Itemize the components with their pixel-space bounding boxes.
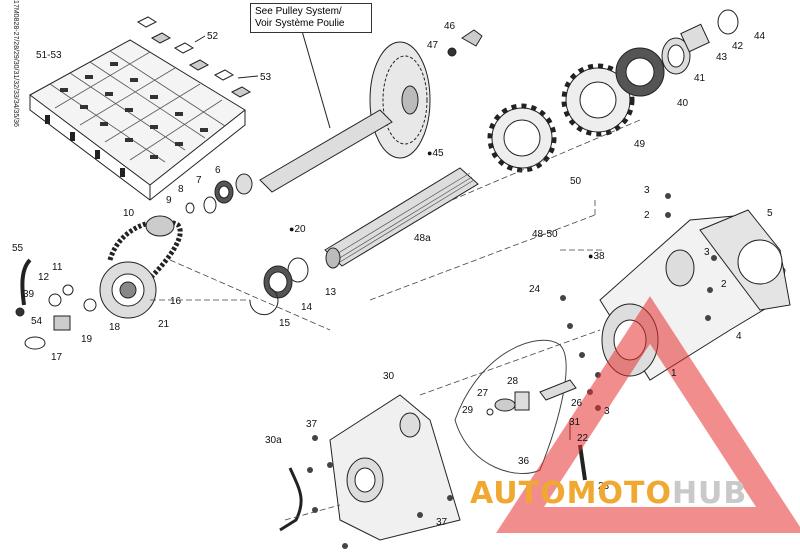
label-30: 30: [383, 371, 395, 382]
label-11: 11: [52, 262, 63, 273]
label-38: ●38: [588, 251, 605, 262]
leader-lines: [150, 119, 641, 521]
label-23: 23: [598, 481, 610, 492]
label-18: 18: [109, 322, 121, 333]
label-9: 9: [166, 195, 172, 206]
drive-shaft: [324, 167, 479, 269]
callout-line-1: See Pulley System/: [255, 6, 342, 17]
label-6: 6: [215, 165, 221, 176]
label-1: 1: [671, 368, 677, 379]
label-29: 29: [462, 405, 474, 416]
label-45: ●45: [427, 148, 444, 159]
label-19: 19: [81, 334, 93, 345]
label-2-right: 2: [721, 279, 727, 290]
label-40: 40: [677, 98, 689, 109]
label-50: 50: [570, 176, 582, 187]
label-15: 15: [279, 318, 291, 329]
label-5: 5: [767, 208, 773, 219]
pulley-callout-box: See Pulley System/ Voir Système Poulie: [250, 3, 372, 33]
label-54: 54: [31, 316, 43, 327]
label-49: 49: [634, 139, 646, 150]
label-42: 42: [732, 41, 744, 52]
label-10: 10: [123, 208, 135, 219]
bearing-assembly: [447, 9, 739, 97]
label-48a: 48a: [414, 233, 431, 244]
label-43: 43: [716, 52, 728, 63]
label-14: 14: [301, 302, 313, 313]
label-31: 31: [569, 417, 581, 428]
label-16: 16: [170, 296, 182, 307]
label-55: 55: [12, 243, 24, 254]
label-36: 36: [518, 456, 530, 467]
chain-tensioner-hardware: [486, 379, 587, 481]
pulley-assembly: [259, 23, 431, 193]
label-2-top: 2: [644, 210, 650, 221]
seals-rings: [249, 257, 309, 316]
label-3-right: 3: [704, 247, 710, 258]
label-7: 7: [196, 175, 202, 186]
label-46: 46: [444, 21, 456, 32]
lubricant-drop-icon: ●: [289, 224, 295, 234]
track-clips: [136, 16, 259, 98]
label-27: 27: [477, 388, 489, 399]
label-3-lower: 3: [604, 406, 610, 417]
watermark-text: AUTOMOTOHUB: [470, 476, 747, 511]
label-39: 39: [23, 289, 35, 300]
label-17: 17: [51, 352, 63, 363]
label-52: 52: [207, 31, 219, 42]
label-48-50: 48-50: [532, 229, 558, 240]
label-37-lower: 37: [436, 517, 448, 528]
small-hardware: [185, 173, 253, 214]
label-37-upper: 37: [306, 419, 318, 430]
lubricant-drop-icon: ●: [427, 148, 433, 158]
label-41: 41: [694, 73, 706, 84]
drive-sprockets: [487, 63, 635, 173]
label-53: 53: [260, 72, 272, 83]
label-47: 47: [427, 40, 439, 51]
watermark-part-2: HUB: [671, 476, 748, 511]
drive-chain: [99, 215, 183, 319]
label-4: 4: [736, 331, 742, 342]
label-13: 13: [325, 287, 337, 298]
label-21: 21: [158, 319, 170, 330]
label-44: 44: [754, 31, 766, 42]
cover-30: [329, 394, 461, 541]
label-3-top: 3: [644, 185, 650, 196]
watermark-triangle: [496, 296, 800, 533]
label-51-53: 51-53: [36, 50, 62, 61]
label-12: 12: [38, 272, 50, 283]
dipstick-30a: [279, 467, 303, 532]
label-8: 8: [178, 184, 184, 195]
label-20: ●20: [289, 224, 306, 235]
label-30a: 30a: [265, 435, 282, 446]
lubricant-drop-icon: ●: [588, 251, 594, 261]
label-28: 28: [507, 376, 519, 387]
label-26: 26: [571, 398, 583, 409]
track-section: [29, 39, 246, 201]
label-24: 24: [529, 284, 541, 295]
callout-line-2: Voir Système Poulie: [255, 18, 345, 29]
label-22: 22: [577, 433, 589, 444]
watermark-part-1: AUTOMOTO: [470, 476, 672, 511]
drawing-id: 17M0828-27/28/29/30/31/32/33/34/35/36: [11, 0, 19, 127]
tensioner-parts: [15, 258, 97, 350]
